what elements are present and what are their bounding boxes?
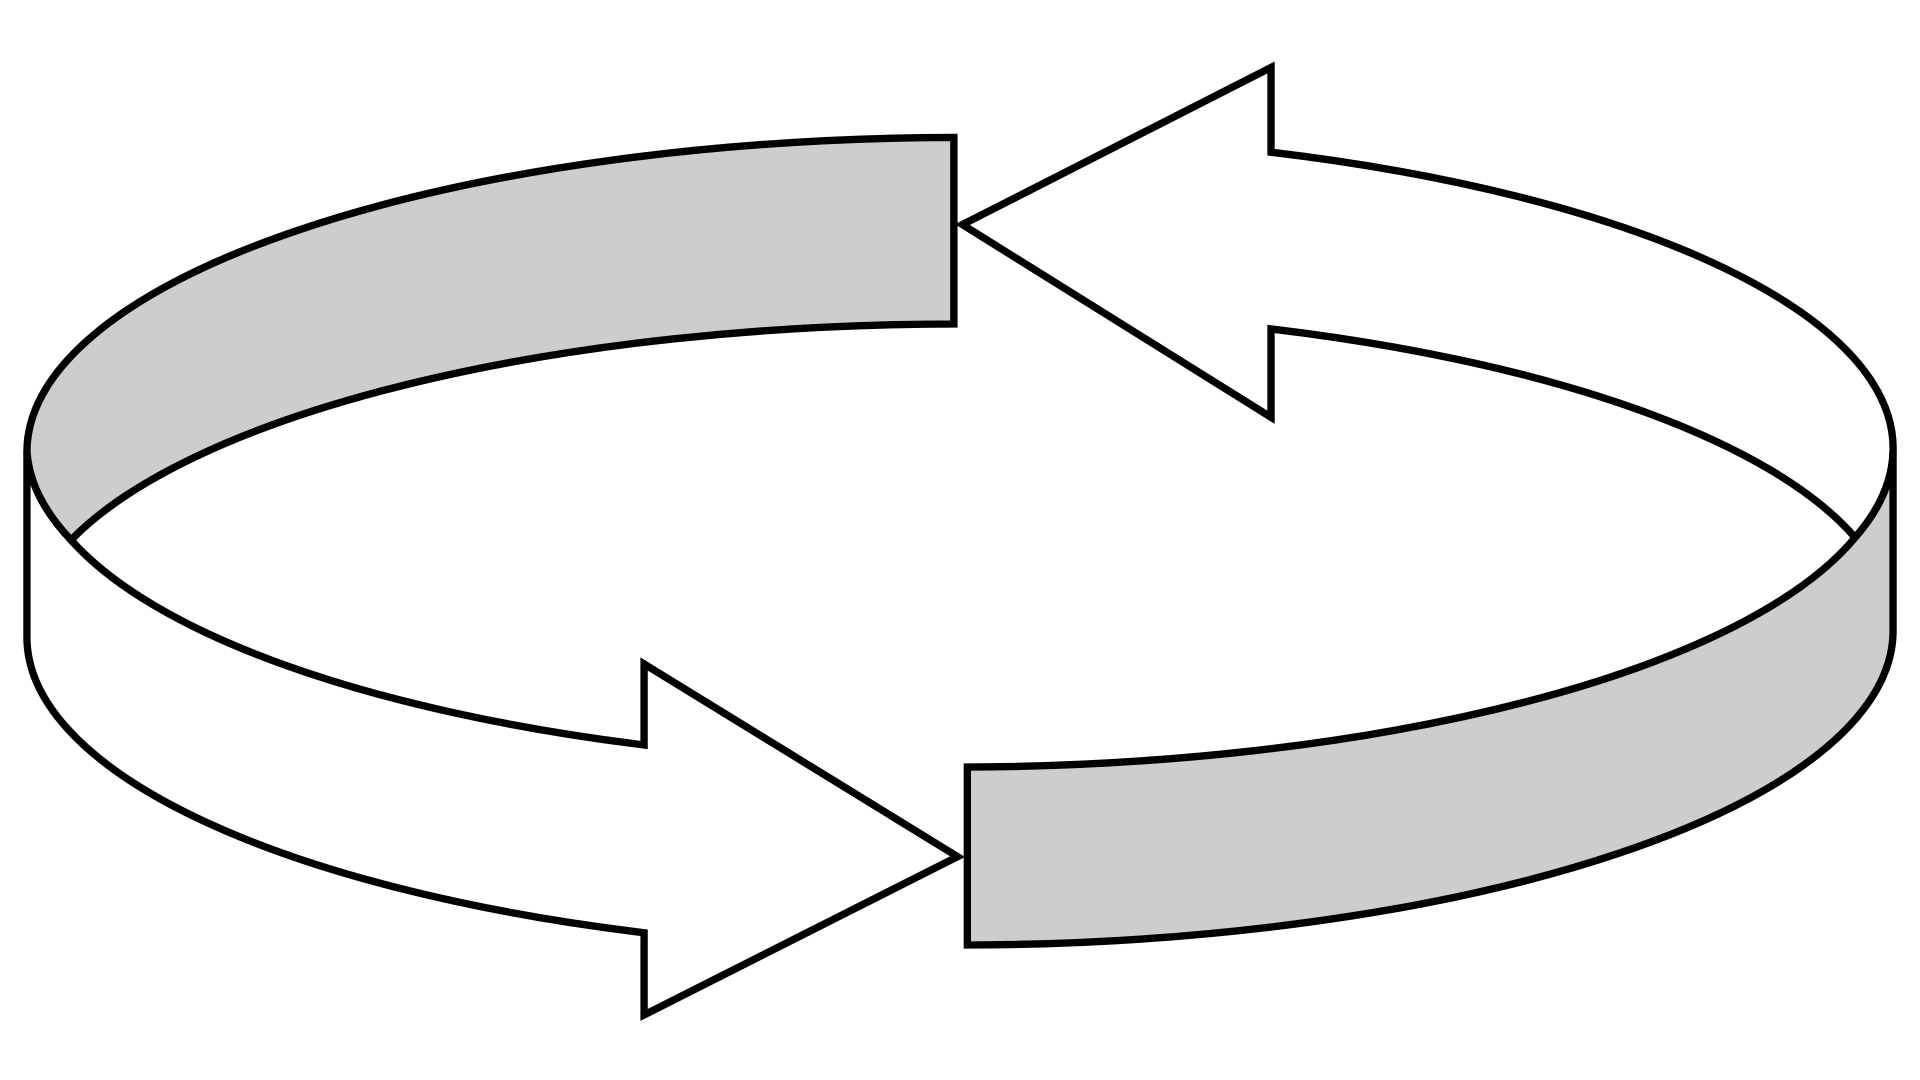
- bottom-left-arrow: [23, 451, 966, 1021]
- top-right-arrow: [954, 61, 1897, 544]
- top-left-band: [23, 133, 958, 546]
- bottom-right-band: [963, 451, 1897, 949]
